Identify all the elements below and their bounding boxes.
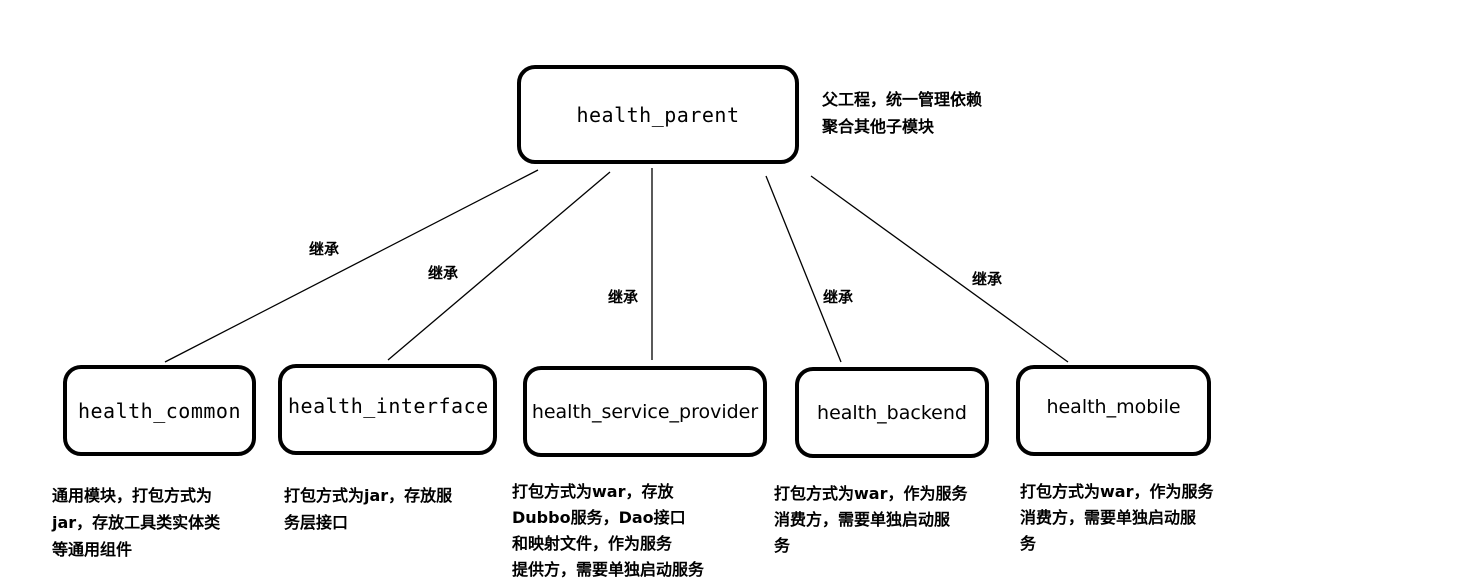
note-line: 提供方，需要单独启动服务 — [512, 560, 705, 579]
note-health-mobile: 打包方式为war，作为服务 消费方，需要单独启动服 务 — [1020, 479, 1213, 557]
note-line: Dubbo服务，Dao接口 — [512, 508, 686, 527]
note-line: jar，存放工具类实体类 — [52, 513, 221, 532]
note-line: 等通用组件 — [52, 540, 133, 559]
note-health-service-provider: 打包方式为war，存放 Dubbo服务，Dao接口 和映射文件，作为服务 提供方… — [512, 479, 704, 583]
edge-parent-to-mobile — [810, 175, 1069, 363]
note-line: 和映射文件，作为服务 — [512, 534, 673, 553]
note-line: 聚合其他子模块 — [822, 117, 935, 136]
note-health-backend: 打包方式为war，作为服务 消费方，需要单独启动服 务 — [774, 481, 967, 559]
edge-label-interface: 继承 — [428, 264, 459, 282]
note-line: 务层接口 — [284, 513, 349, 532]
note-line: 消费方，需要单独启动服 — [774, 510, 951, 529]
node-health-mobile-label: health_mobile — [1046, 395, 1181, 418]
node-health-parent: health_parent — [517, 65, 799, 164]
edge-label-mobile: 继承 — [972, 270, 1003, 288]
note-line: 务 — [774, 536, 791, 555]
edge-label-common: 继承 — [309, 240, 340, 258]
node-health-backend-label: health_backend — [817, 401, 967, 424]
node-health-interface-label: health_interface — [288, 393, 489, 418]
edge-parent-to-backend — [765, 175, 842, 363]
note-line: 父工程，统一管理依赖 — [822, 90, 983, 109]
note-line: 打包方式为war，作为服务 — [774, 484, 968, 503]
edge-label-service-provider: 继承 — [608, 288, 639, 306]
node-health-parent-label: health_parent — [576, 102, 740, 127]
note-health-interface: 打包方式为jar，存放服 务层接口 — [284, 482, 452, 536]
node-health-common: health_common — [63, 365, 256, 456]
note-line: 打包方式为war，作为服务 — [1020, 482, 1214, 501]
edge-label-backend: 继承 — [823, 288, 854, 306]
node-health-backend: health_backend — [795, 367, 989, 458]
note-line: 打包方式为jar，存放服 — [284, 486, 453, 505]
note-line: 通用模块，打包方式为 — [52, 486, 213, 505]
note-health-common: 通用模块，打包方式为 jar，存放工具类实体类 等通用组件 — [52, 482, 220, 563]
node-health-service-provider: health_service_provider — [523, 366, 767, 457]
note-line: 消费方，需要单独启动服 — [1020, 508, 1197, 527]
node-health-mobile: health_mobile — [1016, 365, 1211, 456]
note-line: 打包方式为war，存放 — [512, 482, 674, 501]
note-line: 务 — [1020, 534, 1037, 553]
note-health-parent: 父工程，统一管理依赖 聚合其他子模块 — [822, 86, 982, 140]
edge-parent-to-interface — [387, 171, 611, 361]
edge-parent-to-common — [164, 169, 539, 363]
node-health-common-label: health_common — [77, 398, 242, 423]
node-health-service-provider-label: health_service_provider — [531, 400, 759, 423]
node-health-interface: health_interface — [278, 364, 497, 455]
